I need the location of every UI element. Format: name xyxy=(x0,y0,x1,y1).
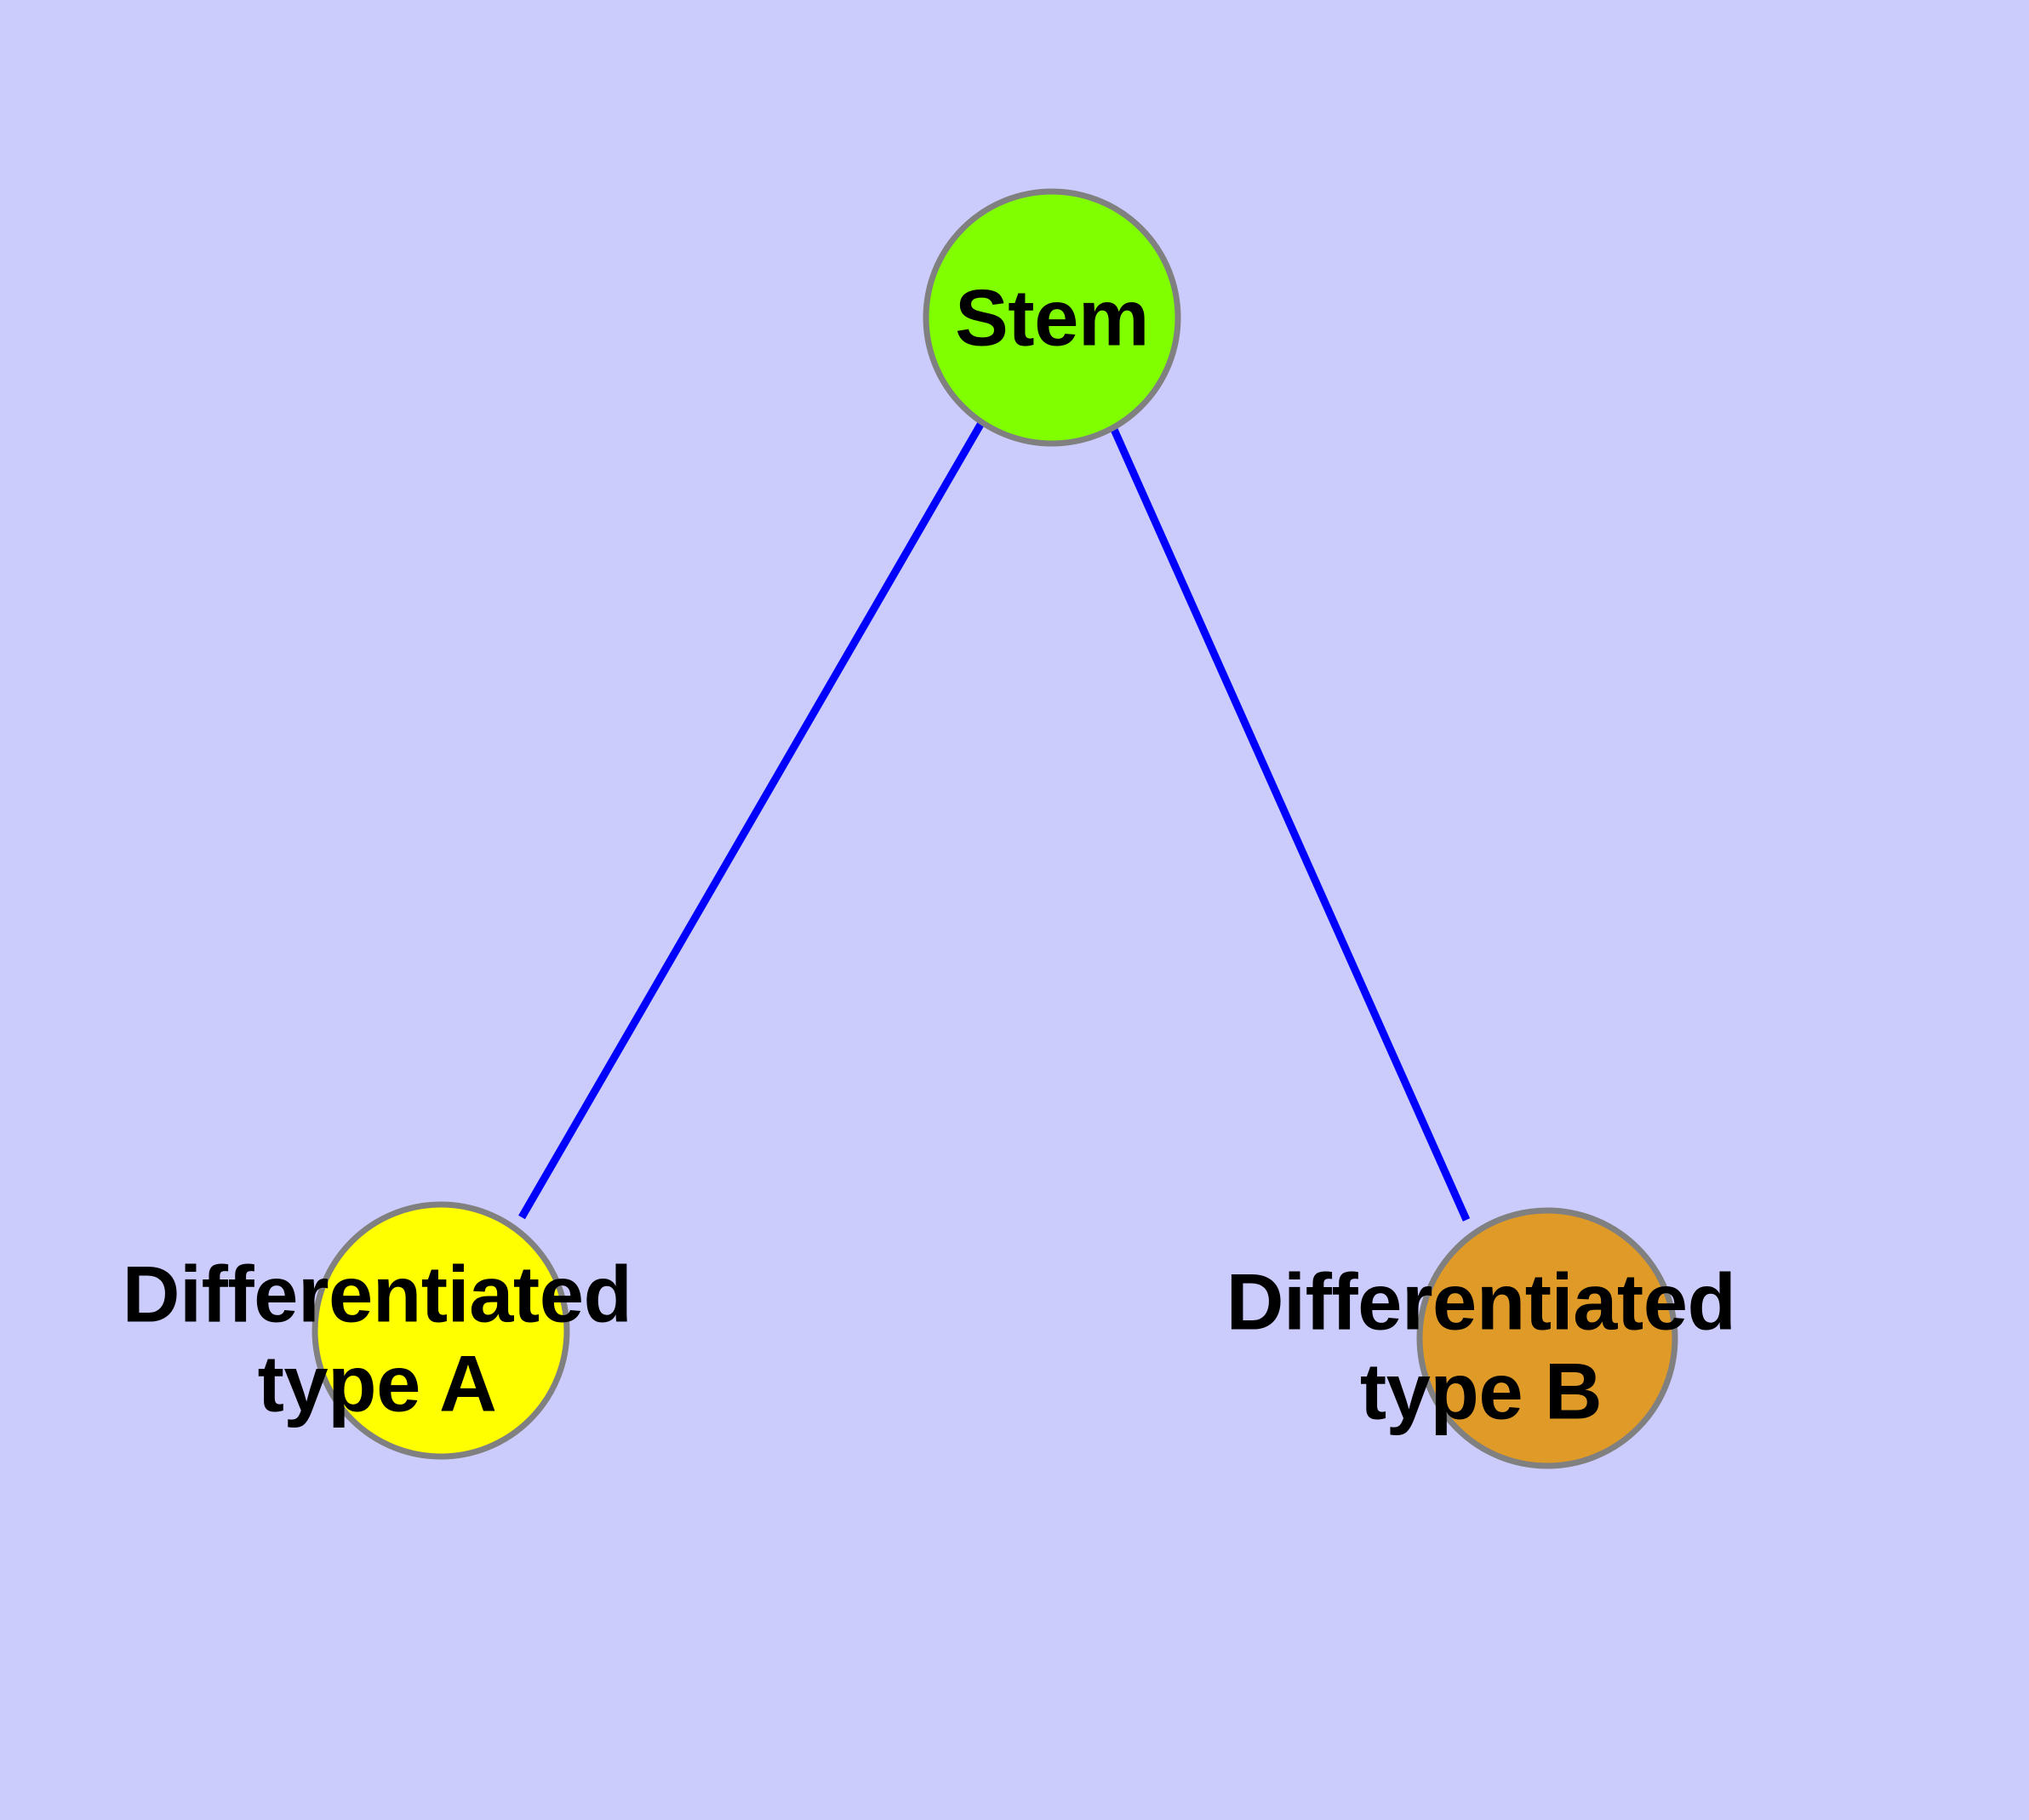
node-layer xyxy=(311,188,1678,1469)
node-differentiated-type-a[interactable] xyxy=(311,1201,570,1460)
node-stem[interactable] xyxy=(923,188,1181,447)
edge-stem-to-differentiated-type-a xyxy=(518,421,985,1220)
edge-layer xyxy=(518,421,1471,1222)
edge-stem-to-differentiated-type-b xyxy=(1108,424,1471,1222)
node-differentiated-type-b[interactable] xyxy=(1416,1207,1678,1469)
